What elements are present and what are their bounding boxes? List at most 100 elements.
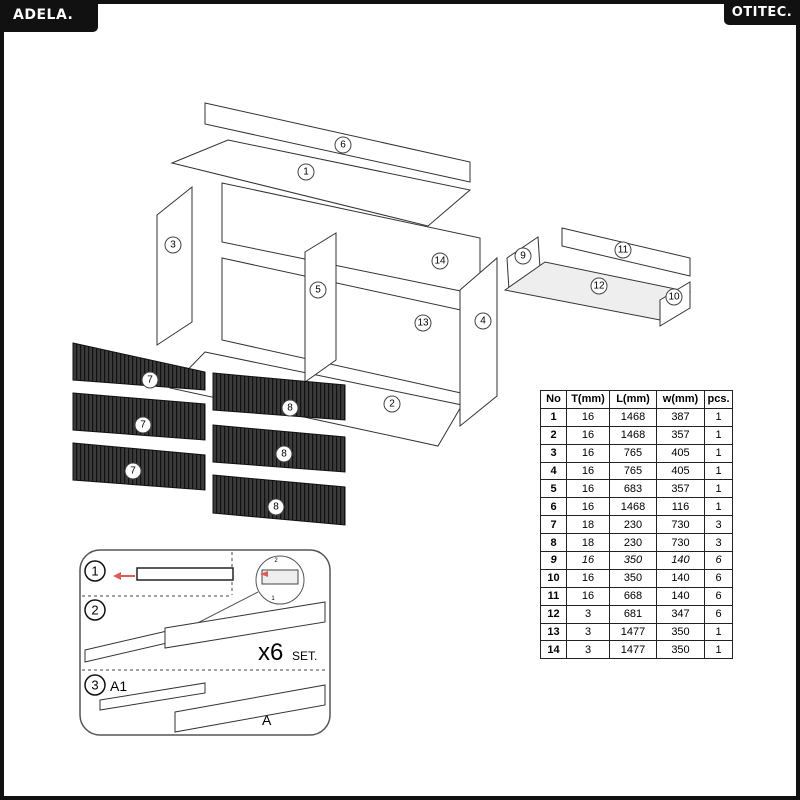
table-cell: 1 bbox=[704, 407, 733, 427]
svg-text:2: 2 bbox=[389, 399, 395, 410]
table-cell: 230 bbox=[609, 533, 657, 553]
step-2-number: 2 bbox=[91, 603, 98, 618]
table-cell: 6 bbox=[540, 497, 567, 517]
label-7: 7 bbox=[134, 416, 152, 434]
col-no: No bbox=[540, 390, 567, 409]
table-cell: 765 bbox=[609, 443, 657, 463]
table-cell: 668 bbox=[609, 586, 657, 606]
table-cell: 1 bbox=[704, 461, 733, 481]
brand-right: OTITEC. bbox=[724, 0, 800, 25]
table-cell: 405 bbox=[656, 443, 705, 463]
table-cell: 3 bbox=[566, 640, 610, 660]
label-11: 11 bbox=[614, 241, 632, 259]
table-cell: 1 bbox=[704, 497, 733, 517]
table-cell: 1477 bbox=[609, 640, 657, 660]
label-14: 14 bbox=[431, 252, 449, 270]
detail-step-2: 2 bbox=[274, 558, 278, 564]
table-cell: 1 bbox=[704, 479, 733, 499]
table-cell: 6 bbox=[704, 551, 733, 570]
table-cell: 350 bbox=[656, 622, 705, 642]
table-cell: 1468 bbox=[609, 497, 657, 517]
table-cell: 3 bbox=[540, 443, 567, 463]
table-cell: 11 bbox=[540, 586, 567, 606]
svg-text:7: 7 bbox=[140, 420, 146, 431]
table-cell: 1 bbox=[540, 407, 567, 427]
table-cell: 765 bbox=[609, 461, 657, 481]
step-3-number: 3 bbox=[91, 678, 98, 693]
table-cell: 14 bbox=[540, 640, 567, 660]
svg-text:1: 1 bbox=[303, 167, 309, 178]
label-10: 10 bbox=[665, 288, 683, 306]
panel-1 bbox=[170, 139, 472, 227]
table-cell: 347 bbox=[656, 604, 705, 624]
table-cell: 3 bbox=[566, 604, 610, 624]
table-cell: 1468 bbox=[609, 425, 657, 445]
arrow-left-icon bbox=[113, 572, 135, 580]
table-cell: 140 bbox=[656, 586, 705, 606]
col-pcs: pcs. bbox=[704, 390, 733, 409]
col-length: L(mm) bbox=[609, 390, 657, 409]
table-cell: 8 bbox=[540, 533, 567, 553]
table-cell: 16 bbox=[566, 425, 610, 445]
label-5: 5 bbox=[309, 281, 327, 299]
svg-text:12: 12 bbox=[593, 281, 605, 292]
svg-text:6: 6 bbox=[340, 140, 346, 151]
svg-text:3: 3 bbox=[170, 240, 176, 251]
label-8: 8 bbox=[275, 445, 293, 463]
table-cell: 16 bbox=[566, 497, 610, 517]
label-12: 12 bbox=[590, 277, 608, 295]
step-1-number: 1 bbox=[91, 564, 98, 579]
table-cell: 3 bbox=[566, 622, 610, 642]
table-cell: 230 bbox=[609, 515, 657, 535]
svg-text:13: 13 bbox=[417, 318, 429, 329]
detail-step-1: 1 bbox=[271, 596, 275, 602]
col-thickness: T(mm) bbox=[566, 390, 610, 409]
table-cell: 1 bbox=[704, 443, 733, 463]
svg-text:5: 5 bbox=[315, 285, 321, 296]
table-cell: 12 bbox=[540, 604, 567, 624]
label-7: 7 bbox=[141, 371, 159, 389]
table-cell: 350 bbox=[656, 640, 705, 660]
table-cell: 9 bbox=[540, 551, 567, 570]
svg-text:4: 4 bbox=[480, 316, 486, 327]
table-cell: 350 bbox=[609, 551, 657, 570]
table-cell: 7 bbox=[540, 515, 567, 535]
quantity-unit: SET. bbox=[292, 649, 317, 663]
label-8: 8 bbox=[267, 498, 285, 516]
label-a: A bbox=[262, 712, 272, 728]
table-cell: 405 bbox=[656, 461, 705, 481]
table-cell: 350 bbox=[609, 568, 657, 588]
table-cell: 3 bbox=[704, 533, 733, 553]
table-cell: 116 bbox=[656, 497, 705, 517]
svg-text:8: 8 bbox=[287, 403, 293, 414]
svg-text:10: 10 bbox=[668, 292, 680, 303]
label-8: 8 bbox=[281, 399, 299, 417]
table-cell: 357 bbox=[656, 425, 705, 445]
label-3: 3 bbox=[164, 236, 182, 254]
table-cell: 13 bbox=[540, 622, 567, 642]
table-cell: 10 bbox=[540, 568, 567, 588]
table-cell: 730 bbox=[656, 533, 705, 553]
table-cell: 357 bbox=[656, 479, 705, 499]
table-cell: 1 bbox=[704, 425, 733, 445]
table-cell: 681 bbox=[609, 604, 657, 624]
svg-text:14: 14 bbox=[434, 256, 446, 267]
panel-3 bbox=[156, 185, 193, 346]
table-cell: 4 bbox=[540, 461, 567, 481]
table-cell: 16 bbox=[566, 479, 610, 499]
label-2: 2 bbox=[383, 395, 401, 413]
